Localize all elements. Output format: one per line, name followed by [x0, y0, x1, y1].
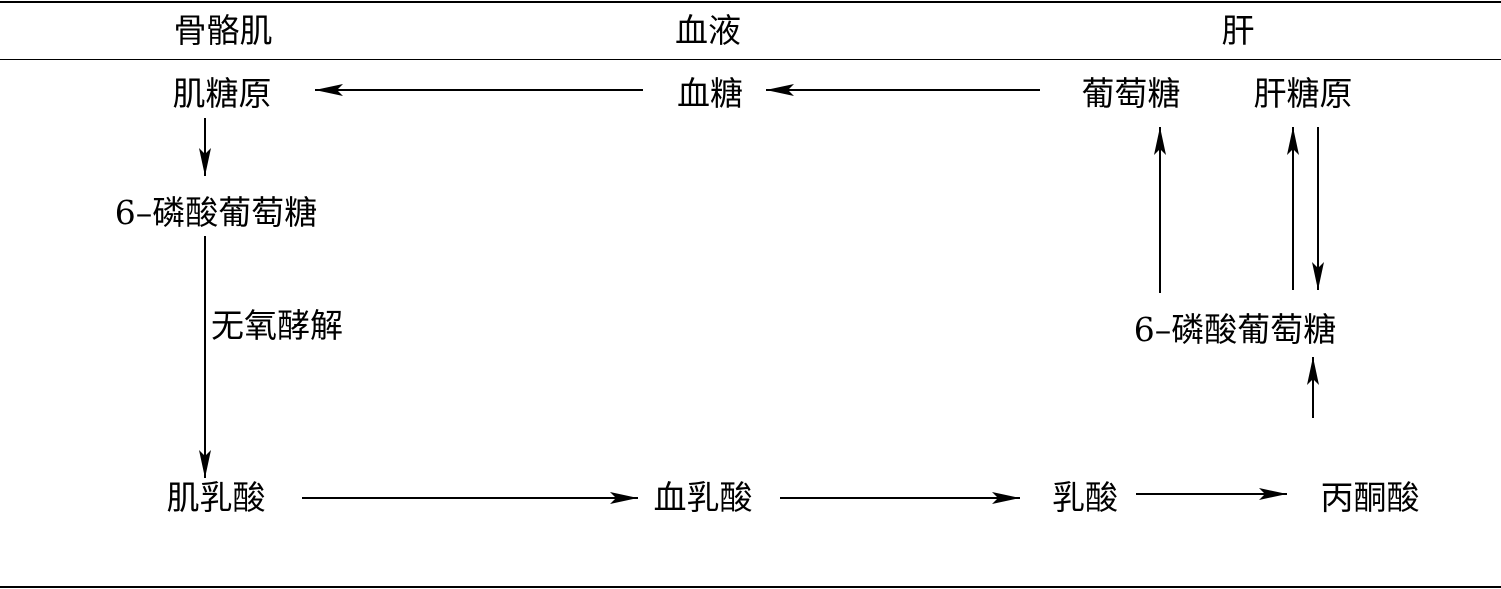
node-pyruvate: 丙酮酸	[1320, 478, 1420, 517]
edge-label-anaerobic-glycolysis: 无氧酵解	[211, 306, 343, 345]
node-muscle-g6p: 6–磷酸葡萄糖	[114, 193, 318, 232]
table-bottom-rule	[0, 586, 1501, 588]
node-liver-glycogen: 肝糖原	[1253, 74, 1353, 113]
node-muscle-glycogen: 肌糖原	[172, 74, 272, 113]
node-liver-lactate: 乳酸	[1052, 478, 1118, 517]
node-blood-glucose: 血糖	[677, 74, 743, 113]
table-top-rule	[0, 1, 1501, 3]
node-blood-lactate: 血乳酸	[653, 478, 753, 517]
node-liver-glucose: 葡萄糖	[1081, 74, 1181, 113]
node-liver-g6p: 6–磷酸葡萄糖	[1133, 310, 1337, 349]
header-skeletal-muscle: 骨骼肌	[173, 11, 273, 50]
table-header-rule	[0, 59, 1501, 60]
header-blood: 血液	[675, 11, 741, 50]
node-muscle-lactate: 肌乳酸	[166, 478, 266, 517]
header-liver: 肝	[1221, 11, 1255, 50]
